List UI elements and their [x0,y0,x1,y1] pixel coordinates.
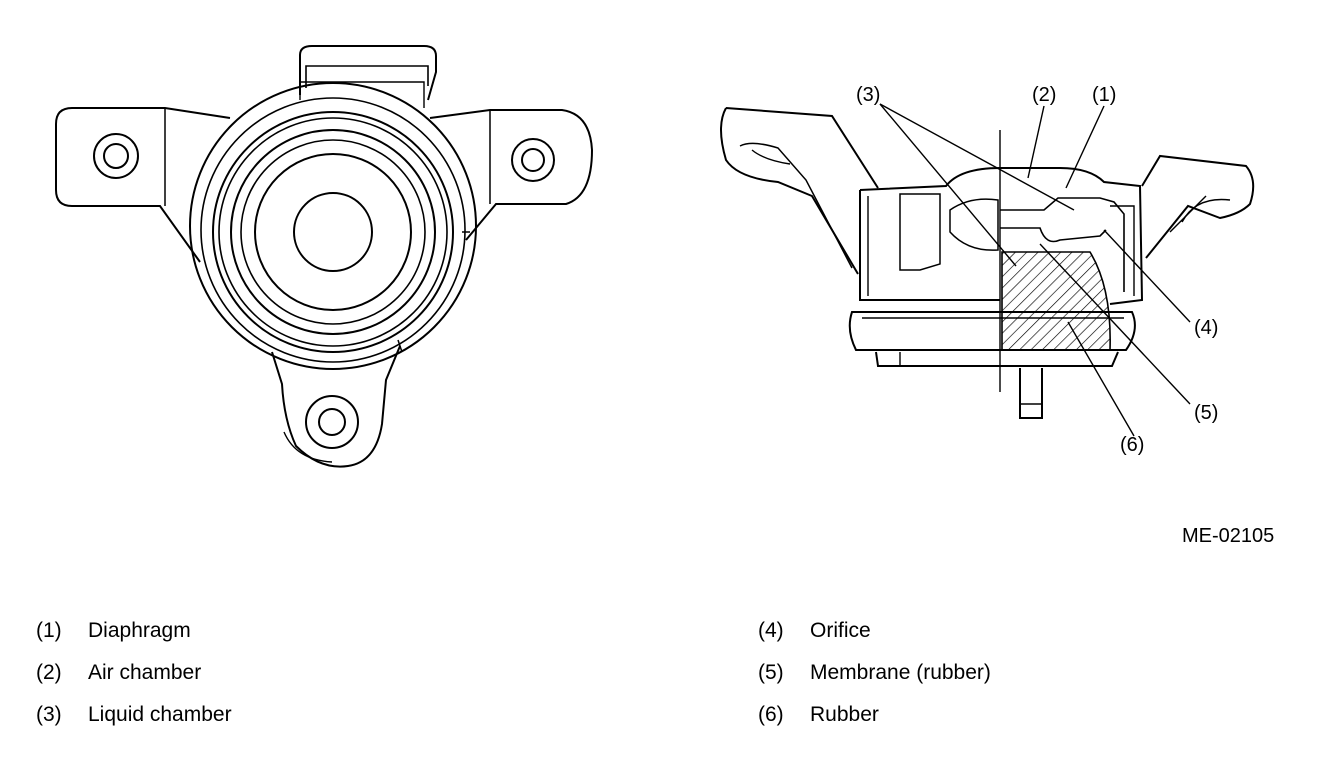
legend-left: (1) Diaphragm (2) Air chamber (3) Liquid ch… [36,615,232,741]
legend-text: Air chamber [88,661,202,684]
legend-item: (1) Diaphragm [36,615,232,657]
legend-number: (6) [758,703,784,726]
callout-5: (5) [1194,402,1218,424]
legend-item: (2) Air chamber [36,657,232,699]
legend-text: Diaphragm [88,619,191,642]
legend-text: Orifice [810,619,871,642]
legend-text: Rubber [810,703,879,726]
legend-text: Liquid chamber [88,703,232,726]
callout-3: (3) [856,84,880,106]
engine-mount-diagram: (1) (2) (3) (4) (5) (6) [55,45,1255,468]
legend-item: (5) Membrane (rubber) [758,657,991,699]
legend-item: (6) Rubber [758,699,991,741]
legend-text: Membrane (rubber) [810,661,991,684]
callout-6: (6) [1120,434,1144,456]
figure-code: ME-02105 [1182,525,1275,547]
legend-right: (4) Orifice (5) Membrane (rubber) (6) Rubbe… [758,615,991,741]
callout-1: (1) [1092,84,1116,106]
mount-section-view [720,107,1255,419]
legend-number: (1) [36,619,62,642]
callout-2: (2) [1032,84,1056,106]
legend-number: (4) [758,619,784,642]
callout-4: (4) [1194,317,1218,339]
legend-number: (2) [36,661,62,684]
callout-leaders [879,103,1191,437]
legend-item: (4) Orifice [758,615,991,657]
legend-item: (3) Liquid chamber [36,699,232,741]
legend-number: (3) [36,703,62,726]
mount-top-view [55,45,594,468]
legend-number: (5) [758,661,784,684]
